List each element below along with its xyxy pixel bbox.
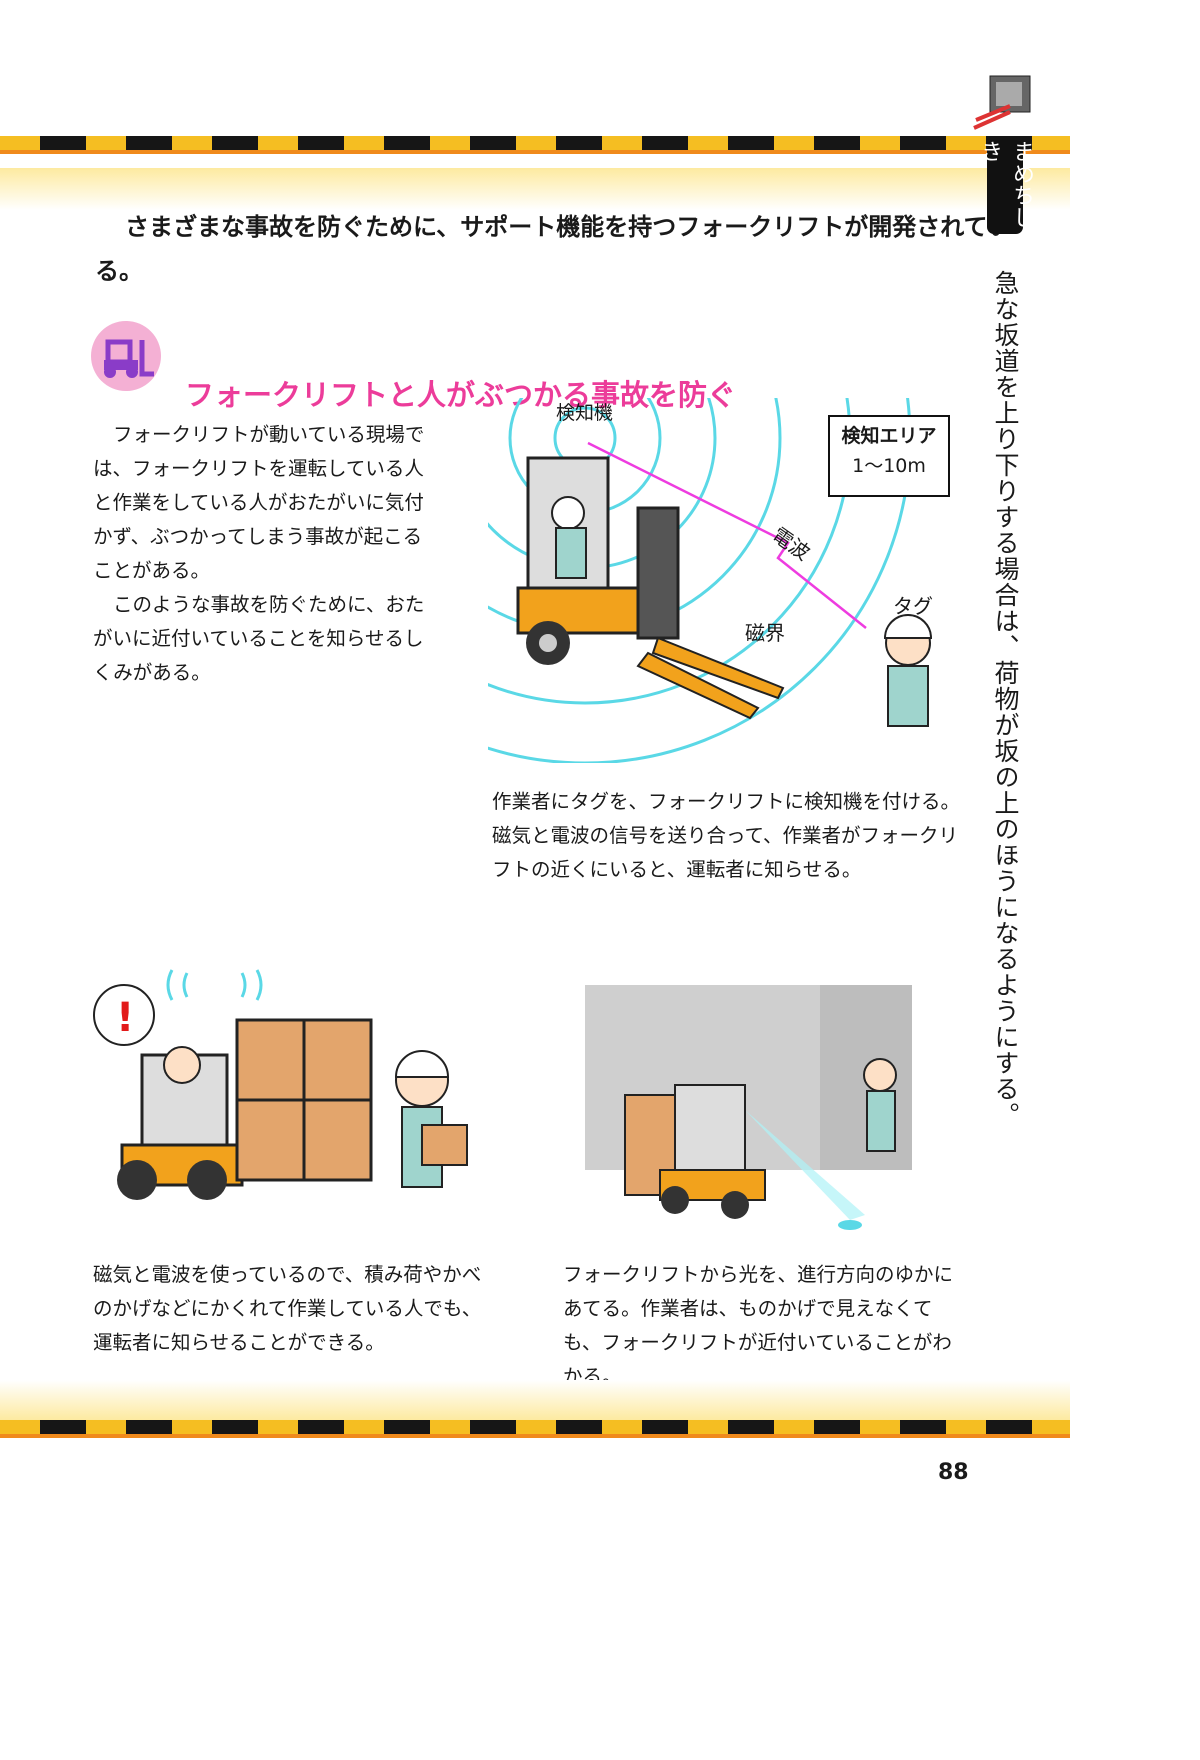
detector-label: 検知機 [556, 402, 614, 424]
section-heading: フォークリフトと人がぶつかる事故を防ぐ [185, 378, 737, 412]
right-caption: フォークリフトから光を、進行方向のゆかにあてる。作業者は、ものかげで見えなくても… [563, 1263, 954, 1388]
body-paragraph: このような事故を防ぐために、おたがいに近付いていることを知らせるしくみがある。 [93, 593, 425, 684]
area-title: 検知エリア [841, 425, 937, 447]
header-fade [0, 168, 1070, 210]
body-text: フォークリフトが動いている現場では、フォークリフトを運転している人と作業をしてい… [93, 418, 433, 690]
body-paragraph: フォークリフトが動いている現場では、フォークリフトを運転している人と作業をしてい… [93, 423, 425, 582]
lead-text: さまざまな事故を防ぐために、サポート機能を持つフォークリフトが開発されている。 [95, 213, 1012, 285]
detection-area-box: 検知エリア 1～10m [828, 415, 950, 497]
forklift-icon [973, 75, 1031, 130]
forklift-illustration [516, 456, 785, 720]
hazard-stripe-bottom [0, 1420, 1070, 1438]
tag-label: タグ [893, 594, 933, 618]
worker-illustration [883, 614, 933, 727]
svg-text:!: ! [116, 995, 134, 1041]
floor-light-illustration [585, 985, 912, 1230]
sidebar-tab: まめちしき [977, 140, 1034, 234]
section-forklift-icon [91, 321, 161, 391]
magnetic-field-label: 磁界 [745, 621, 785, 645]
footer-fade [0, 1380, 1070, 1420]
diagram-caption: 作業者にタグを、フォークリフトに検知機を付ける。磁気と電波の信号を送り合って、作… [492, 790, 961, 881]
page-number: 88 [938, 1460, 969, 1485]
left-caption: 磁気と電波を使っているので、積み荷やかべのかげなどにかくれて作業している人でも、… [93, 1263, 482, 1354]
hazard-stripe-top [0, 136, 1070, 154]
hidden-worker-illustration: ! [93, 969, 468, 1200]
area-range: 1～10m [852, 455, 926, 477]
sidebar-tip-text: 急な坂道を上り下りする場合は、荷物が坂の上のほうになるようにする。 [991, 270, 1020, 1128]
